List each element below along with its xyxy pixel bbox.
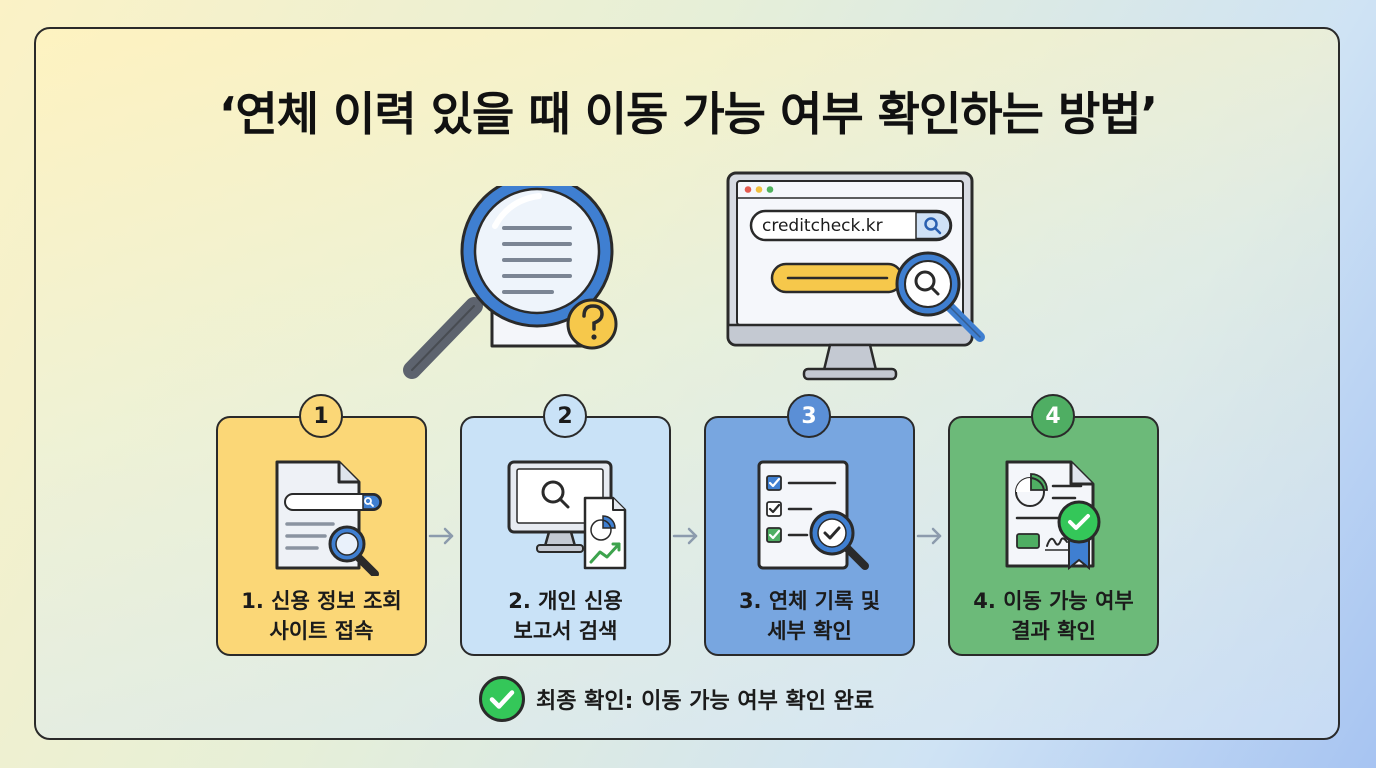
arrow-right-icon: [916, 527, 942, 545]
step-badge-2: 2: [543, 394, 587, 438]
step-label-line1: 3. 연체 기록 및: [738, 589, 881, 613]
checklist-magnifier-icon: [757, 460, 869, 570]
step-label-line1: 4. 이동 가능 여부: [973, 589, 1134, 613]
check-circle-icon: [479, 676, 525, 722]
final-confirmation-text: 최종 확인: 이동 가능 여부 확인 완료: [536, 689, 875, 714]
step-label-line1: 2. 개인 신용: [508, 589, 623, 613]
search-icon: [924, 217, 942, 235]
step-label-line2: 보고서 검색: [513, 619, 618, 643]
question-mark-icon: [566, 298, 618, 350]
final-confirmation: 최종 확인: 이동 가능 여부 확인 완료: [478, 674, 874, 724]
step-label-line2: 세부 확인: [767, 619, 852, 643]
step-label-line1: 1. 신용 정보 조회: [241, 589, 402, 613]
url-text: creditcheck.kr: [762, 216, 883, 236]
monitor-browser-illustration: creditcheck.kr: [726, 171, 985, 381]
step-badge-1: 1: [299, 394, 343, 438]
step-badge-4: 4: [1031, 394, 1075, 438]
magnifier-document-illustration: [403, 186, 618, 379]
page-title: ‘연체 이력 있을 때 이동 가능 여부 확인하는 방법’: [218, 87, 1158, 141]
magnifier-icon: [895, 251, 985, 342]
arrow-right-icon: [672, 527, 698, 545]
monitor-report-icon: [507, 460, 627, 570]
step-label-2: 2. 개인 신용 보고서 검색: [462, 586, 669, 646]
search-document-icon: [275, 460, 382, 576]
step-label-line2: 결과 확인: [1011, 619, 1096, 643]
step-label-4: 4. 이동 가능 여부 결과 확인: [950, 586, 1157, 646]
step-card-3: 3. 연체 기록 및 세부 확인: [704, 416, 915, 656]
arrow-right-icon: [428, 527, 454, 545]
step-label-3: 3. 연체 기록 및 세부 확인: [706, 586, 913, 646]
step-label-line2: 사이트 접속: [269, 619, 374, 643]
magnifier-icon: [403, 186, 614, 379]
step-card-1: 1. 신용 정보 조회 사이트 접속: [216, 416, 427, 656]
step-card-4: 4. 이동 가능 여부 결과 확인: [948, 416, 1159, 656]
step-badge-3: 3: [787, 394, 831, 438]
step-card-2: 2. 개인 신용 보고서 검색: [460, 416, 671, 656]
step-label-1: 1. 신용 정보 조회 사이트 접속: [218, 586, 425, 646]
certified-report-icon: [1005, 460, 1101, 571]
